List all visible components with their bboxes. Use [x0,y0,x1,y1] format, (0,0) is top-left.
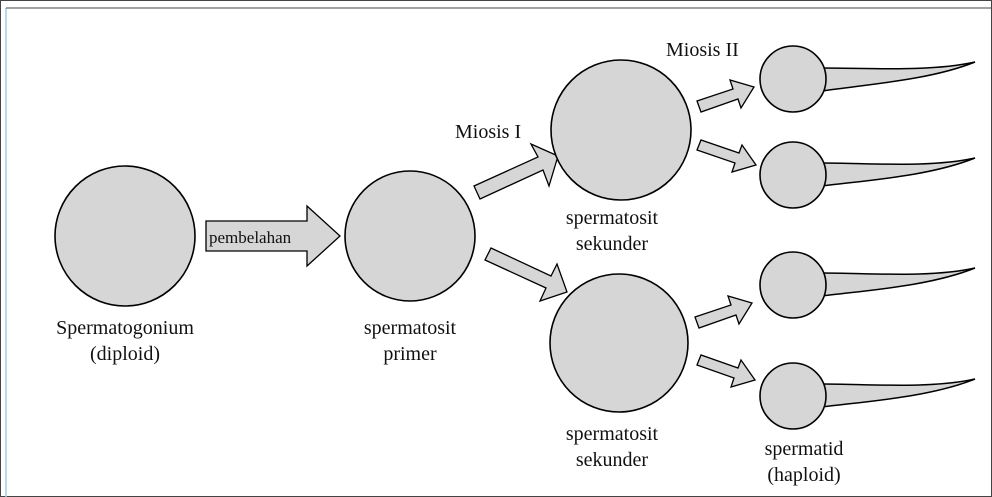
meiosis-ii-label: Miosis II [666,39,739,61]
secondary-spermatocyte-top-label: spermatosit [566,207,659,229]
meiosis-ii-arrow-2 [696,139,758,173]
spermatid-3 [759,251,976,319]
meiosis-ii-arrow-3 [694,295,754,329]
secondary-spermatocyte-bottom-label: spermatosit [566,423,659,445]
secondary-spermatocyte-top-label-2: sekunder [576,233,649,255]
division-arrow [205,204,341,268]
meiosis-ii-arrow-4 [696,354,757,388]
division-label: pembelahan [209,228,292,247]
meiosis-i-label: Miosis I [455,121,521,143]
spermatid-1 [759,45,976,113]
primary-spermatocyte-label: spermatosit [364,317,457,339]
secondary-spermatocyte-bottom-cell [549,273,689,413]
meiosis-i-arrow-down [484,247,568,303]
spermatogonium-label: Spermatogonium [56,317,194,339]
diploid-label: (diploid) [90,343,160,365]
meiosis-i-arrow-up [473,142,559,200]
primary-spermatocyte-label-2: primer [383,343,437,365]
primary-spermatocyte-cell [344,170,476,302]
spermatid-4 [759,362,976,430]
meiosis-ii-arrow-1 [696,79,756,113]
spermatid-2 [759,141,976,209]
spermatid-label: spermatid [765,438,844,460]
spermatogonium-cell [54,165,196,307]
secondary-spermatocyte-top-cell [550,59,692,201]
secondary-spermatocyte-bottom-label-2: sekunder [576,449,649,471]
haploid-label: (haploid) [767,464,840,486]
